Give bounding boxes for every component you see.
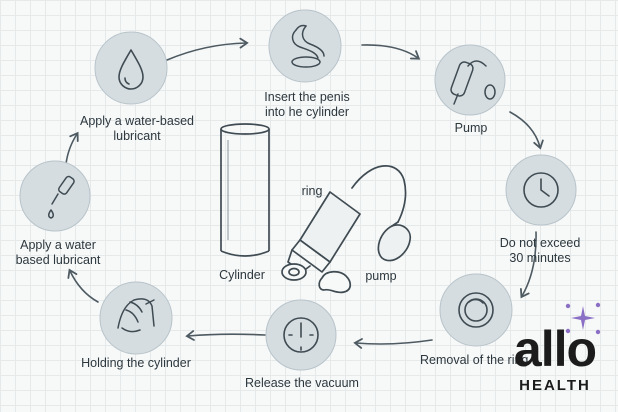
brand-sub: HEALTH [519, 377, 591, 394]
dropper-icon [48, 175, 75, 219]
pump-device-illustration [281, 165, 412, 294]
arrow-3 [509, 111, 544, 150]
arrow-2 [361, 44, 421, 60]
brand-name: allo [513, 321, 597, 377]
step-label-pump: Pump [454, 121, 488, 135]
gauge-icon [283, 317, 319, 353]
pump-label: pump [365, 269, 396, 283]
ring-removal-icon [458, 292, 494, 328]
cylinder-illustration [220, 123, 270, 257]
arrow-8 [65, 131, 79, 165]
insert-icon [291, 24, 325, 68]
arrow-5 [353, 338, 433, 349]
arrow-6 [185, 330, 266, 341]
hand-icon [117, 298, 155, 333]
clock-icon [523, 172, 559, 208]
step-label-holding: Holding the cylinder [81, 356, 191, 370]
pump-icon [450, 60, 496, 105]
cylinder-label: Cylinder [219, 268, 265, 282]
arrow-1 [166, 37, 249, 61]
brand-sparkle-icon [565, 302, 601, 335]
cycle-arrows [65, 37, 544, 349]
arrow-4 [520, 231, 537, 299]
step-label-release: Release the vacuum [245, 376, 359, 390]
step-label-ring-removal: Removal of the ring [420, 353, 529, 367]
water-drop-icon [118, 49, 144, 90]
ring-label: ring [302, 184, 323, 198]
arrow-7 [67, 268, 99, 303]
